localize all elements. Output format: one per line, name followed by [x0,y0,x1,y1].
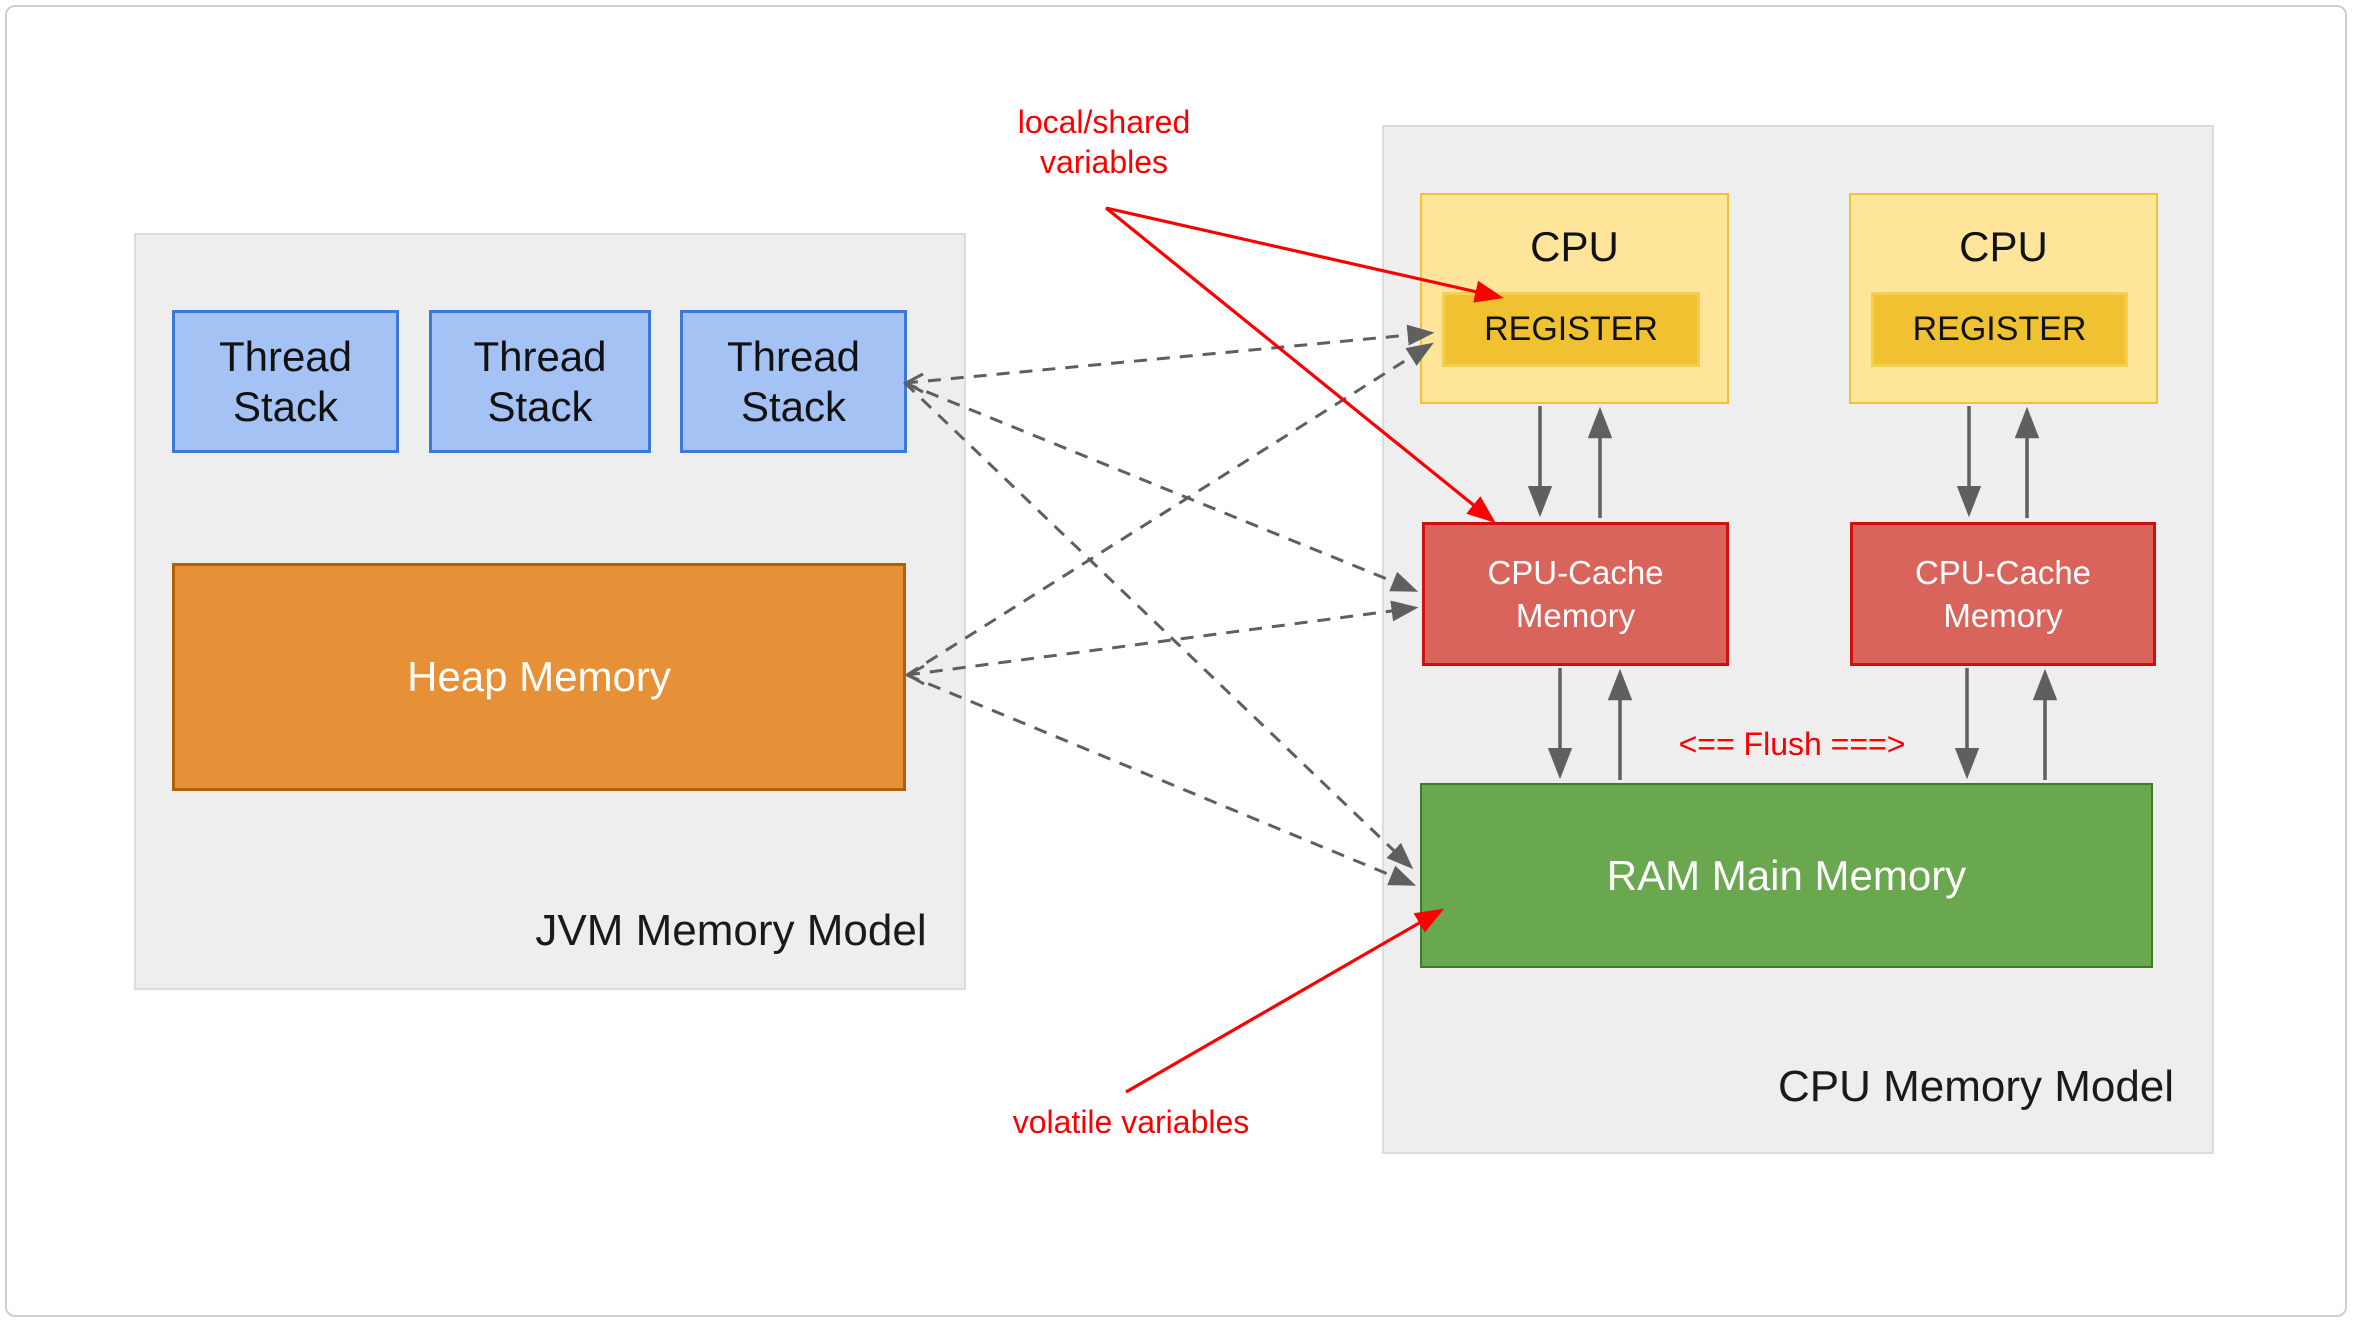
flush-label: <== Flush ===> [1678,726,1906,762]
diagram-canvas: Thread Stack Thread Stack Thread Stack H… [5,5,2347,1317]
register-label: REGISTER [1484,310,1658,348]
ram-main-memory-label: RAM Main Memory [1606,851,1967,899]
cpu-cache-label-line1: CPU-Cache [1487,554,1664,591]
cpu-cache-label-line1: CPU-Cache [1914,554,2092,591]
heap-memory-box: Heap Memory [172,563,906,791]
thread-stack-box-3: Thread Stack [680,310,907,453]
local-shared-variables-line1: local/shared [1017,104,1191,140]
register-box-2: REGISTER [1871,292,2128,367]
thread-stack-label-line2: Stack [487,382,593,430]
red-arrow-localshared-to-register [1105,206,1504,303]
cpu-cache-label-line2: Memory [1943,597,2063,634]
jvm-memory-model-title: JVM Memory Model [535,906,927,955]
cpu-cache-label-line2: Memory [1515,597,1636,634]
red-arrow-localshared-to-cache [1104,206,1496,524]
dashed-connector-stack-register [904,324,1435,385]
thread-stack-label-line1: Thread [726,332,861,380]
volatile-variables-label: volatile variables [1012,1104,1250,1140]
dashed-connector-heap-ram [906,673,1417,886]
cpu-cache-box-2: CPU-Cache Memory [1850,522,2156,666]
dashed-connector-heap-register [906,342,1434,677]
register-box-1: REGISTER [1442,292,1700,367]
cpu-memory-model-title: CPU Memory Model [1777,1062,2175,1111]
thread-stack-label-line2: Stack [740,382,847,430]
red-arrow-volatile-to-ram [1125,908,1445,1094]
heap-memory-label: Heap Memory [407,653,671,700]
dashed-connector-stack-ram [903,381,1414,870]
dashed-connector-heap-cache [906,600,1419,677]
register-label: REGISTER [1912,310,2087,348]
cpu-label: CPU [1530,223,1619,270]
back-arrowhead-heap [904,664,925,686]
dashed-connector-stack-cache [904,381,1419,592]
connections-layer [902,206,2058,1094]
ram-main-memory-box: RAM Main Memory [1420,783,2153,968]
local-shared-variables-label: local/shared variables [1018,102,1191,182]
thread-stack-box-2: Thread Stack [429,310,651,453]
back-arrowhead-thread-stack [902,372,924,394]
thread-stack-label-line1: Thread [218,332,353,380]
thread-stack-label-line1: Thread [473,332,607,380]
thread-stack-label-line2: Stack [232,382,339,430]
thread-stack-box-1: Thread Stack [172,310,399,453]
cpu-cache-box-1: CPU-Cache Memory [1422,522,1729,666]
local-shared-variables-line2: variables [1039,144,1169,180]
cpu-label: CPU [1959,223,2048,270]
